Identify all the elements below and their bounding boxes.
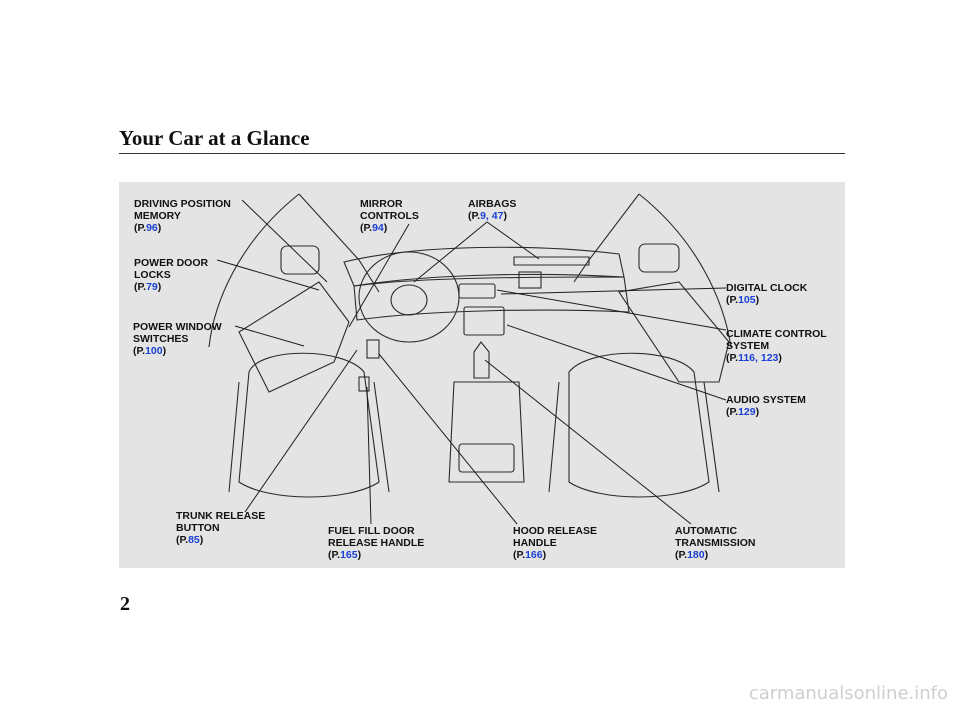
steering-wheel [358, 251, 460, 343]
callout-line: HANDLE [513, 537, 557, 549]
leader-mirror-controls [348, 223, 410, 328]
callout-line: HOOD RELEASE [513, 525, 598, 537]
leader-audio-system [506, 324, 727, 401]
roof-edge-left [208, 193, 300, 348]
car-interior-illustration [208, 193, 732, 525]
trunk-release-button [358, 376, 370, 392]
roof-edge-right [638, 193, 732, 348]
page-ref-link[interactable]: 96 [146, 222, 158, 234]
windshield-pillar-left [298, 193, 380, 293]
callout-climate-control-system: CLIMATE CONTROL SYSTEM (P.116, 123) [726, 328, 827, 364]
callout-line: DRIVING POSITION [134, 198, 231, 210]
callout-mirror-controls: MIRROR CONTROLS (P.94) [360, 198, 419, 234]
page-ref-link[interactable]: 129 [738, 406, 756, 418]
leader-power-window-switches [234, 325, 305, 347]
page-title: Your Car at a Glance [119, 126, 310, 150]
callout-line: CLIMATE CONTROL [726, 328, 827, 340]
passenger-seat [568, 352, 710, 498]
callout-power-door-locks: POWER DOOR LOCKS (P.79) [134, 257, 209, 293]
right-door-panel [618, 281, 730, 383]
page-ref-link[interactable]: 180 [687, 549, 705, 561]
leader-automatic-transmission [484, 359, 692, 525]
callout-line: LOCKS [134, 269, 171, 281]
driver-seat-side [228, 381, 390, 493]
page-ref-link[interactable]: 123 [760, 352, 779, 364]
page-ref-link[interactable]: 9 [480, 210, 486, 222]
callout-line: BUTTON [176, 522, 220, 534]
callout-trunk-release-button: TRUNK RELEASE BUTTON (P.85) [176, 510, 266, 546]
callout-fuel-fill-door-release-handle: FUEL FILL DOOR RELEASE HANDLE (P.165) [328, 525, 425, 561]
callout-hood-release-handle: HOOD RELEASE HANDLE (P.166) [513, 525, 598, 561]
right-mirror [638, 243, 680, 273]
callout-line: AUDIO SYSTEM [726, 394, 806, 406]
rear-vent [458, 443, 515, 473]
callout-line: MIRROR [360, 198, 403, 210]
callout-airbags: AIRBAGS (P.9, 47) [468, 198, 517, 222]
callout-line: MEMORY [134, 210, 181, 222]
leader-driving-position-memory [241, 199, 328, 283]
callout-line: FUEL FILL DOOR [328, 525, 415, 537]
left-door-panel [238, 281, 350, 393]
page-ref-link[interactable]: 165 [340, 549, 358, 561]
leader-trunk-release [244, 349, 358, 513]
callout-line: POWER DOOR [134, 257, 209, 269]
leader-fuel-fill-door [366, 386, 372, 525]
callout-power-window-switches: POWER WINDOW SWITCHES (P.100) [133, 321, 222, 357]
gear-shifter [473, 341, 490, 379]
callout-line: SYSTEM [726, 340, 770, 352]
callout-audio-system: AUDIO SYSTEM (P.129) [726, 394, 806, 418]
page-ref-link[interactable]: 105 [738, 294, 756, 306]
left-mirror [280, 245, 320, 275]
leader-power-door-locks [216, 259, 320, 291]
dashboard-top [343, 246, 625, 287]
watermark: carmanualsonline.info [748, 683, 948, 704]
steering-hub [390, 284, 428, 316]
page-ref-link[interactable]: 85 [188, 534, 200, 546]
callout-automatic-transmission: AUTOMATIC TRANSMISSION (P.180) [675, 525, 756, 561]
callout-line: POWER WINDOW [133, 321, 222, 333]
diagram-panel [119, 182, 845, 568]
climate-panel [458, 283, 496, 299]
page-ref-link[interactable]: 100 [145, 345, 163, 357]
center-vent [518, 271, 542, 289]
windshield-pillar-right [573, 193, 640, 283]
callout-digital-clock: DIGITAL CLOCK (P.105) [726, 282, 808, 306]
callout-line: TRUNK RELEASE [176, 510, 266, 522]
page-ref-link[interactable]: 166 [525, 549, 543, 561]
driver-seat [238, 352, 380, 498]
leader-digital-clock [500, 287, 727, 295]
leader-hood-release [378, 353, 518, 525]
callout-line: RELEASE HANDLE [328, 537, 425, 549]
leader-climate-control [496, 289, 727, 331]
page-ref-link[interactable]: 79 [146, 281, 158, 293]
title-rule [119, 153, 845, 154]
callout-line: CONTROLS [360, 210, 419, 222]
dashboard-lower [353, 276, 630, 321]
callout-driving-position-memory: DRIVING POSITION MEMORY (P.96) [134, 198, 231, 234]
callout-line: TRANSMISSION [675, 537, 756, 549]
page-ref-link[interactable]: 94 [372, 222, 384, 234]
fuel-release-handle [366, 339, 380, 359]
audio-unit [463, 306, 505, 336]
leader-airbags-2 [486, 221, 540, 260]
leader-airbags-1 [413, 221, 488, 283]
callout-line: AUTOMATIC [675, 525, 738, 537]
callout-line: AIRBAGS [468, 198, 517, 210]
page-ref-link[interactable]: 47 [491, 210, 504, 222]
callout-line: SWITCHES [133, 333, 189, 345]
callout-line: DIGITAL CLOCK [726, 282, 808, 294]
page-number: 2 [120, 593, 130, 615]
passenger-seat-side [548, 381, 720, 493]
center-console [448, 381, 525, 483]
airbag-panel [513, 256, 590, 266]
page-ref-link[interactable]: 116 [738, 352, 756, 364]
